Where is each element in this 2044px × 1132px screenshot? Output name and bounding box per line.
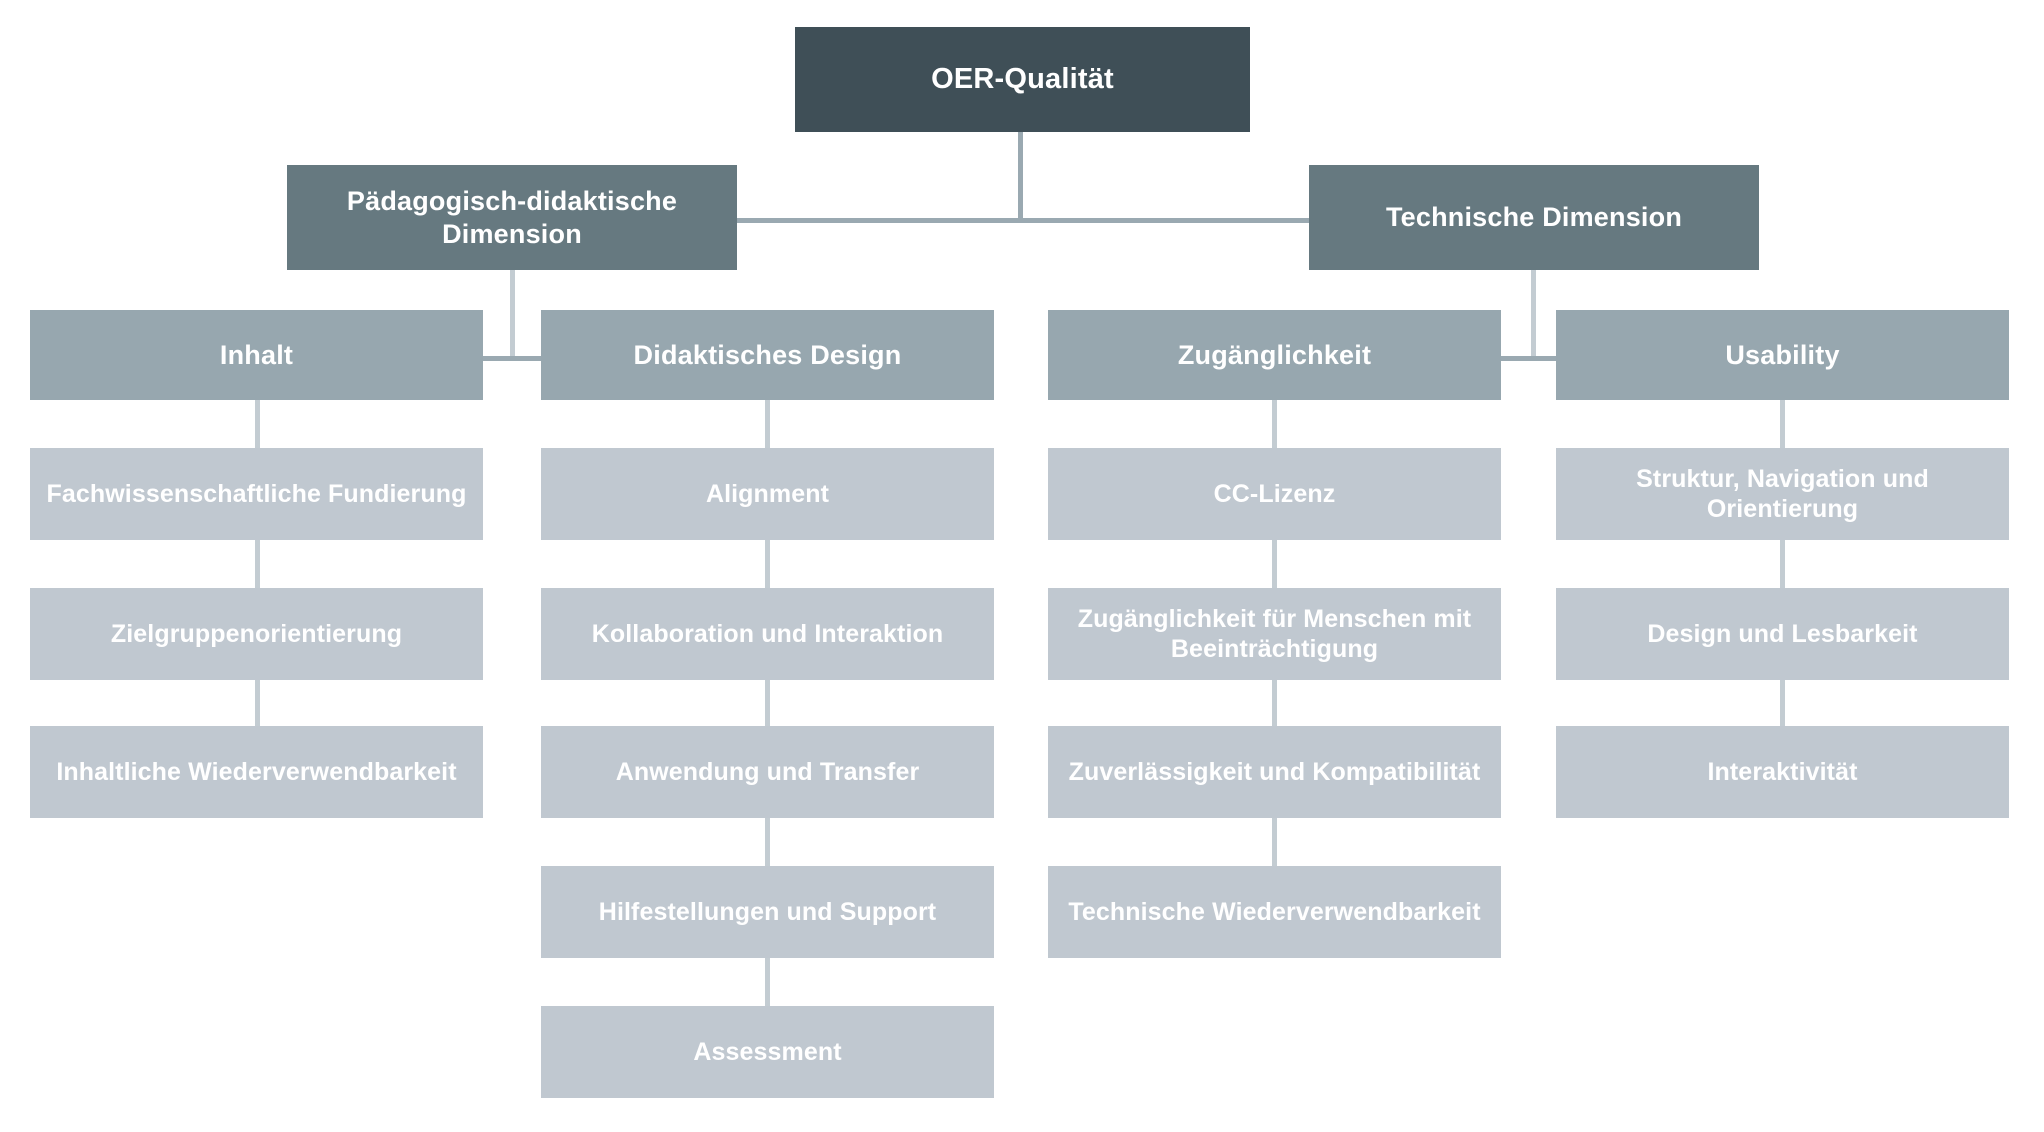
connector-left-category-bus — [483, 356, 543, 361]
node-dimension-label: Technische Dimension — [1385, 202, 1683, 233]
node-criterion-label: Technische Wiederverwendbarkeit — [1068, 897, 1481, 926]
node-category-label: Usability — [1725, 339, 1840, 370]
node-criterion-alignment[interactable]: Alignment — [541, 448, 994, 540]
node-criterion-label: Assessment — [693, 1037, 842, 1066]
node-criterion-zielgruppenorientierung[interactable]: Zielgruppenorientierung — [30, 588, 483, 680]
connector-didaktik-5 — [765, 958, 770, 1008]
node-category-didaktisches-design[interactable]: Didaktisches Design — [541, 310, 994, 400]
connector-didaktik-4 — [765, 818, 770, 868]
node-criterion-technische-wiederverwendbarkeit[interactable]: Technische Wiederverwendbarkeit — [1048, 866, 1501, 958]
node-criterion-struktur-navigation-und-orientierung[interactable]: Struktur, Navigation und Orientierung — [1556, 448, 2009, 540]
node-criterion-fachwissenschaftliche-fundierung[interactable]: Fachwissenschaftliche Fundierung — [30, 448, 483, 540]
connector-didaktik-2 — [765, 540, 770, 590]
node-criterion-interaktivitaet[interactable]: Interaktivität — [1556, 726, 2009, 818]
node-dimension-paedagogisch-didaktisch[interactable]: Pädagogisch-didaktische Dimension — [287, 165, 737, 270]
connector-right-category-bus — [1497, 356, 1565, 361]
node-root-oer-qualitaet[interactable]: OER-Qualität — [795, 27, 1250, 132]
node-criterion-label: Alignment — [705, 479, 830, 508]
node-category-label: Inhalt — [219, 339, 294, 370]
connector-root-stem — [1018, 132, 1023, 222]
node-criterion-label: Zugänglichkeit für Menschen mit Beeinträ… — [1077, 604, 1472, 664]
connector-inhalt-1 — [255, 400, 260, 450]
node-category-zugaenglichkeit[interactable]: Zugänglichkeit — [1048, 310, 1501, 400]
node-criterion-label: Zuverlässigkeit und Kompatibilität — [1068, 757, 1481, 786]
connector-usability-3 — [1780, 678, 1785, 728]
node-criterion-kollaboration-und-interaktion[interactable]: Kollaboration und Interaktion — [541, 588, 994, 680]
node-criterion-label: Inhaltliche Wiederverwendbarkeit — [56, 757, 457, 786]
node-criterion-label: Zielgruppenorientierung — [110, 619, 403, 648]
node-criterion-anwendung-und-transfer[interactable]: Anwendung und Transfer — [541, 726, 994, 818]
node-dimension-label: Pädagogisch-didaktische Dimension — [346, 185, 678, 249]
connector-usability-1 — [1780, 400, 1785, 450]
node-criterion-inhaltliche-wiederverwendbarkeit[interactable]: Inhaltliche Wiederverwendbarkeit — [30, 726, 483, 818]
node-category-label: Didaktisches Design — [633, 339, 902, 370]
node-criterion-zugaenglichkeit-fuer-menschen-mit-beeintraechtigung[interactable]: Zugänglichkeit für Menschen mit Beeinträ… — [1048, 588, 1501, 680]
node-dimension-technisch[interactable]: Technische Dimension — [1309, 165, 1759, 270]
node-criterion-label: Design und Lesbarkeit — [1647, 619, 1918, 648]
node-category-label: Zugänglichkeit — [1177, 339, 1372, 370]
node-criterion-label: Struktur, Navigation und Orientierung — [1636, 464, 1929, 524]
connector-inhalt-2 — [255, 540, 260, 590]
node-criterion-label: Hilfestellungen und Support — [598, 897, 937, 926]
connector-left-dimension-stem — [510, 270, 515, 360]
node-criterion-zuverlaessigkeit-und-kompatibilitaet[interactable]: Zuverlässigkeit und Kompatibilität — [1048, 726, 1501, 818]
connector-inhalt-3 — [255, 678, 260, 728]
node-category-inhalt[interactable]: Inhalt — [30, 310, 483, 400]
node-criterion-label: Fachwissenschaftliche Fundierung — [46, 479, 467, 508]
node-criterion-label: CC-Lizenz — [1213, 479, 1336, 508]
node-criterion-assessment[interactable]: Assessment — [541, 1006, 994, 1098]
node-criterion-design-und-lesbarkeit[interactable]: Design und Lesbarkeit — [1556, 588, 2009, 680]
connector-zugang-3 — [1272, 678, 1277, 728]
node-criterion-label: Anwendung und Transfer — [615, 757, 920, 786]
node-criterion-hilfestellungen-und-support[interactable]: Hilfestellungen und Support — [541, 866, 994, 958]
node-criterion-label: Interaktivität — [1707, 757, 1858, 786]
connector-zugang-2 — [1272, 540, 1277, 590]
connector-zugang-4 — [1272, 818, 1277, 868]
connector-zugang-1 — [1272, 400, 1277, 450]
node-criterion-label: Kollaboration und Interaktion — [591, 619, 944, 648]
connector-right-dimension-stem — [1531, 270, 1536, 360]
connector-dimension-bus — [737, 218, 1309, 223]
connector-didaktik-1 — [765, 400, 770, 450]
node-root-label: OER-Qualität — [931, 62, 1114, 95]
connector-didaktik-3 — [765, 678, 770, 728]
node-category-usability[interactable]: Usability — [1556, 310, 2009, 400]
connector-usability-2 — [1780, 540, 1785, 590]
node-criterion-cc-lizenz[interactable]: CC-Lizenz — [1048, 448, 1501, 540]
